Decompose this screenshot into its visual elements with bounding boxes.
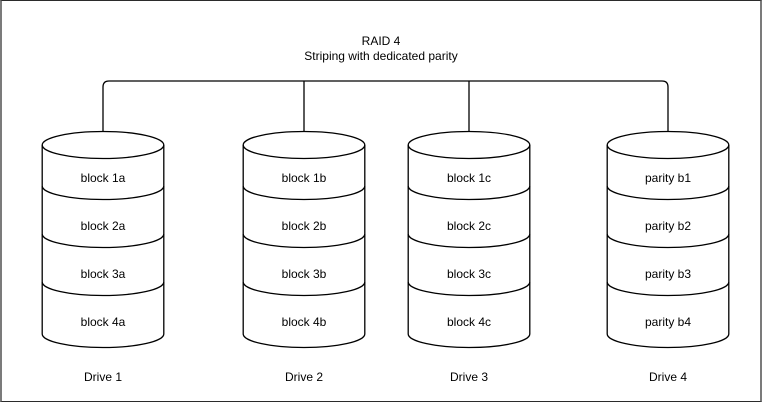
block-label: block 3c [446, 267, 492, 281]
block-label: block 1c [446, 171, 492, 185]
diagram-subtitle: Striping with dedicated parity [304, 49, 458, 63]
block-label: block 3b [281, 267, 327, 281]
drive-4-cylinder: parity b1 parity b2 parity b3 parity b4 [606, 130, 730, 350]
block-label: parity b4 [644, 315, 692, 329]
cylinder-shape-icon [242, 130, 366, 349]
block-label: block 2a [80, 219, 126, 233]
cylinder-shape-icon [407, 130, 531, 349]
block-label: block 3a [80, 267, 126, 281]
drive-4-label: Drive 4 [648, 370, 687, 384]
block-label: block 1b [281, 171, 327, 185]
drive-3-cylinder: block 1c block 2c block 3c block 4c [407, 130, 531, 350]
cylinder-shape-icon [41, 130, 165, 349]
block-label: block 4c [446, 315, 492, 329]
block-label: block 2b [281, 219, 327, 233]
block-label: block 2c [446, 219, 492, 233]
block-label: parity b1 [644, 171, 692, 185]
diagram-title: RAID 4 [361, 34, 401, 48]
drive-1-label: Drive 1 [83, 370, 122, 384]
block-label: block 4b [281, 315, 327, 329]
drive-2-cylinder: block 1b block 2b block 3b block 4b [242, 130, 366, 350]
drive-3-label: Drive 3 [449, 370, 488, 384]
cylinder-shape-icon [606, 130, 730, 349]
drive-2-label: Drive 2 [284, 370, 323, 384]
drive-1-cylinder: block 1a block 2a block 3a block 4a [41, 130, 165, 350]
block-label: parity b3 [644, 267, 692, 281]
block-label: block 1a [80, 171, 126, 185]
block-label: block 4a [80, 315, 126, 329]
block-label: parity b2 [644, 219, 692, 233]
